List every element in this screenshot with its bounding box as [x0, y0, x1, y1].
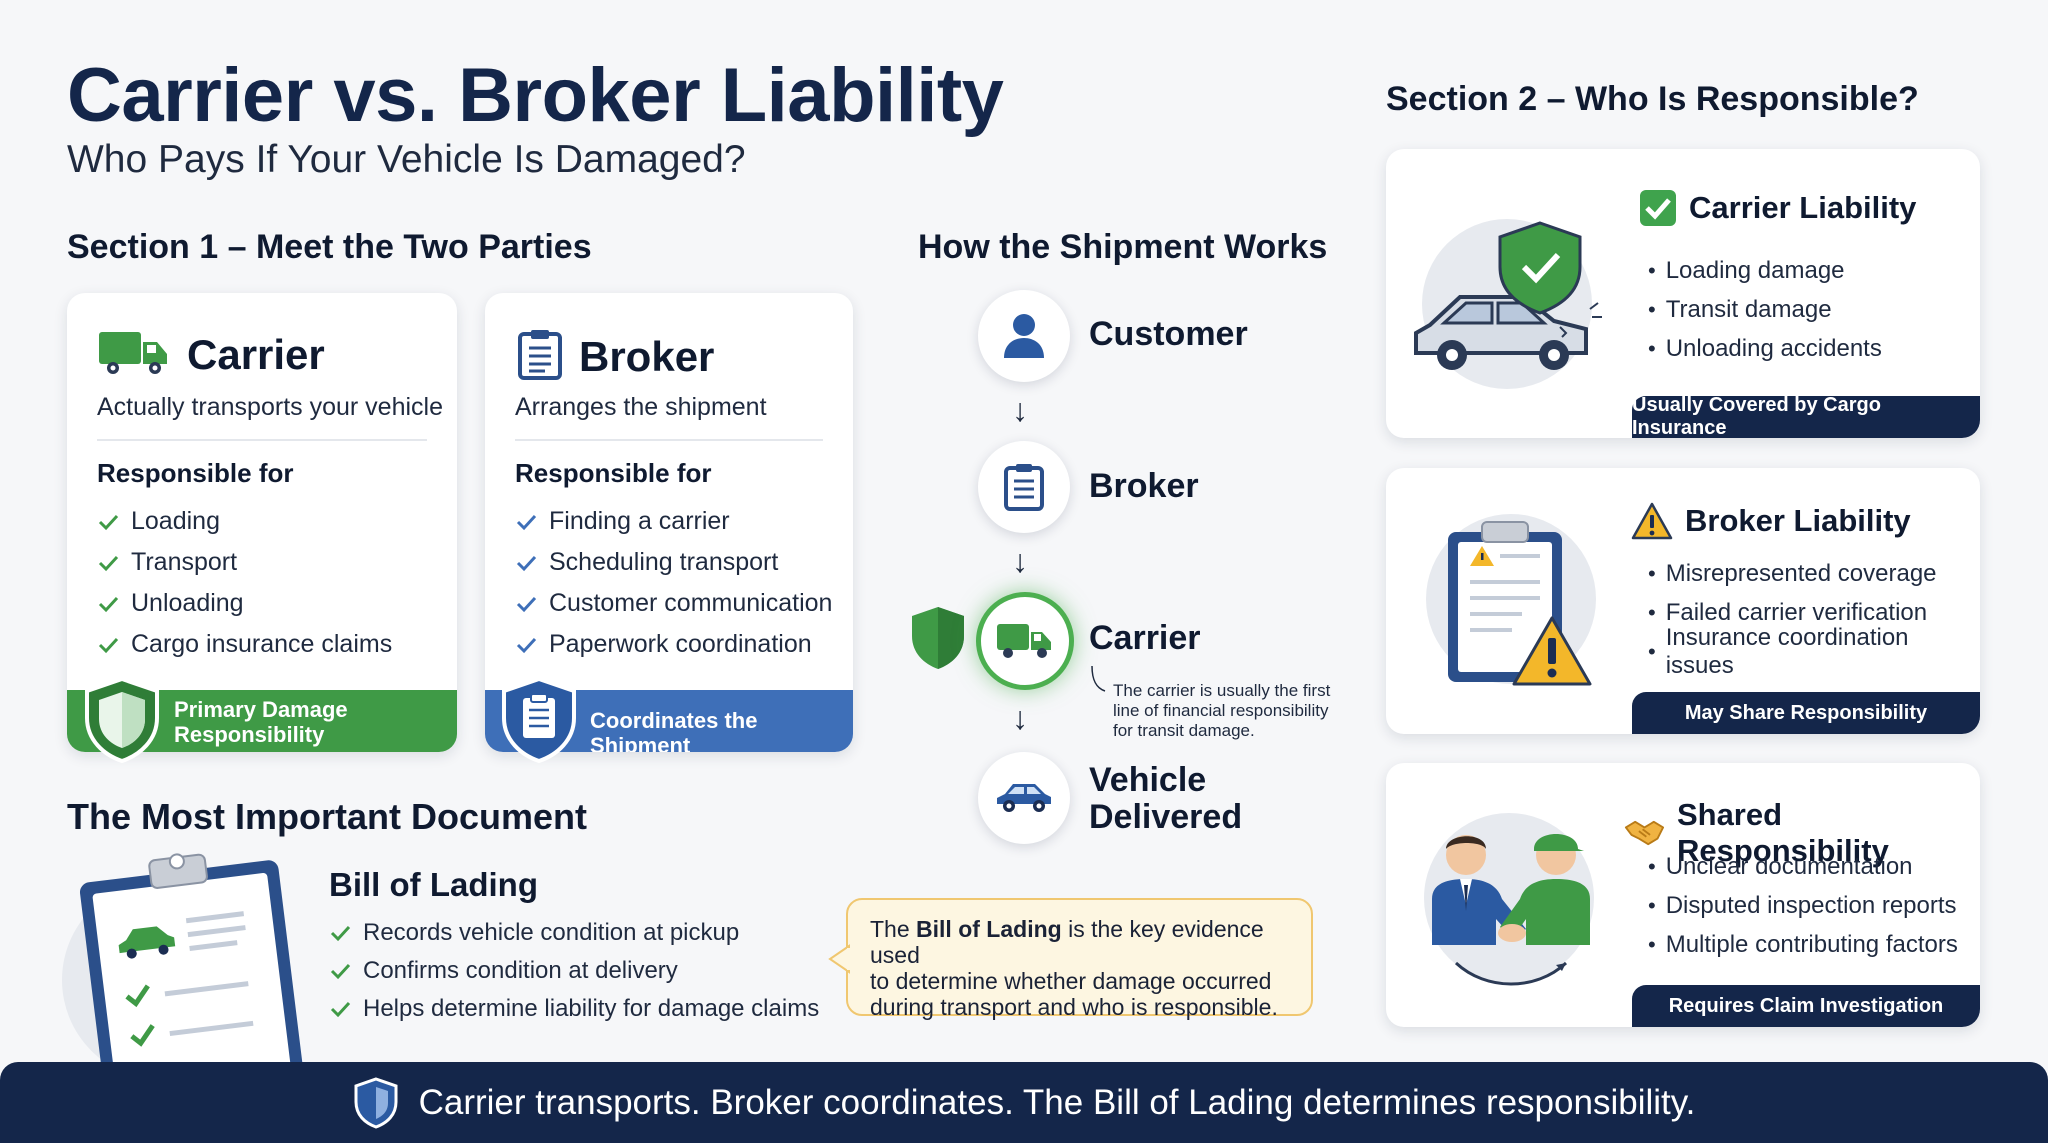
warning-icon: [1631, 502, 1673, 540]
list-item: Records vehicle condition at pickup: [329, 914, 819, 952]
check-icon: [330, 963, 351, 980]
carrier-note: The carrier is usually the first line of…: [1113, 681, 1331, 740]
list-item: Disputed inspection reports: [1648, 886, 1958, 925]
shared-responsibility-list: Unclear documentation Disputed inspectio…: [1648, 847, 1958, 964]
clipboard-icon: [517, 328, 563, 385]
summary-text: Carrier transports. Broker coordinates. …: [418, 1082, 1696, 1122]
document-heading: The Most Important Document: [67, 796, 587, 837]
shield-icon: [85, 676, 159, 764]
list-item: Transit damage: [1648, 290, 1882, 329]
callout-pointer: [828, 944, 850, 974]
check-box-icon: [1640, 190, 1676, 226]
document-title: Bill of Lading: [329, 866, 538, 903]
shared-responsibility-card: Shared Responsibility Unclear documentat…: [1386, 763, 1980, 1027]
page-subtitle: Who Pays If Your Vehicle Is Damaged?: [67, 138, 746, 181]
broker-card-header: Broker: [517, 328, 714, 385]
list-item: Paperwork coordination: [515, 624, 832, 665]
clipboard-warning-icon: [1448, 521, 1592, 686]
flow-label-delivered: Vehicle Delivered: [1089, 761, 1243, 836]
list-item: Scheduling transport: [515, 542, 832, 583]
carrier-card-header: Carrier: [97, 328, 325, 381]
flow-label-broker: Broker: [1089, 467, 1199, 505]
broker-liability-header: Broker Liability: [1631, 502, 1911, 540]
summary-banner: Carrier transports. Broker coordinates. …: [0, 1062, 2048, 1143]
shield-icon: [912, 607, 964, 669]
broker-liability-list: Misrepresented coverage Failed carrier v…: [1648, 554, 1980, 679]
list-item: Misrepresented coverage: [1648, 554, 1980, 593]
handshake-icon: [1624, 820, 1665, 846]
broker-liability-tag: May Share Responsibility: [1632, 692, 1980, 734]
flow-label-carrier: Carrier: [1089, 619, 1201, 657]
broker-description: Arranges the shipment: [515, 393, 767, 421]
list-item: Failed carrier verification: [1648, 593, 1980, 632]
check-icon: [516, 596, 537, 612]
list-item: Cargo insurance claims: [97, 624, 392, 665]
carrier-responsibility-list: Loading Transport Unloading Cargo insura…: [97, 501, 392, 665]
list-item: Unloading accidents: [1648, 329, 1882, 368]
car-icon: [997, 784, 1051, 812]
list-item: Loading: [97, 501, 392, 542]
check-icon: [98, 596, 119, 612]
divider: [515, 439, 823, 441]
bill-of-lading-callout: The Bill of Lading is the key evidence u…: [846, 898, 1313, 1020]
broker-responsible-heading: Responsible for: [515, 458, 712, 488]
broker-responsibility-list: Finding a carrier Scheduling transport C…: [515, 501, 832, 665]
carrier-description: Actually transports your vehicle: [97, 393, 443, 421]
bill-of-lading-clipboard-icon: [79, 853, 305, 1062]
flow-delivered-node: [978, 752, 1070, 844]
check-icon: [516, 514, 537, 530]
check-icon: [330, 925, 351, 942]
flow-heading: How the Shipment Works: [918, 228, 1328, 266]
list-item: Unloading: [97, 583, 392, 624]
truck-icon: [997, 624, 1051, 658]
list-item: Multiple contributing factors: [1648, 925, 1958, 964]
down-arrow-icon: ↓: [1012, 392, 1028, 428]
shared-responsibility-tag: Requires Claim Investigation: [1632, 985, 1980, 1027]
carrier-liability-header: Carrier Liability: [1639, 189, 1916, 227]
carrier-card-title: Carrier: [187, 330, 325, 378]
list-item: Loading damage: [1648, 251, 1882, 290]
check-icon: [516, 637, 537, 653]
flow-broker-node: [978, 441, 1070, 533]
list-item: Transport: [97, 542, 392, 583]
flow-customer-node: [978, 290, 1070, 382]
broker-card-title: Broker: [579, 332, 715, 380]
clipboard-shield-icon: [502, 676, 576, 764]
truck-icon: [97, 328, 171, 381]
carrier-responsible-heading: Responsible for: [97, 458, 294, 488]
list-item: Unclear documentation: [1648, 847, 1958, 886]
check-icon: [98, 514, 119, 530]
list-item: Finding a carrier: [515, 501, 832, 542]
list-item: Confirms condition at delivery: [329, 952, 819, 990]
broker-footer-text: Coordinates the Shipment: [590, 708, 758, 752]
flow-label-customer: Customer: [1089, 315, 1248, 353]
check-icon: [516, 555, 537, 571]
shield-icon: [354, 1076, 398, 1129]
list-item: Helps determine liability for damage cla…: [329, 990, 819, 1028]
broker-card: Broker Arranges the shipment Responsible…: [485, 293, 853, 752]
list-item: Insurance coordination issues: [1648, 624, 1980, 679]
person-icon: [1004, 314, 1044, 358]
document-list: Records vehicle condition at pickup Conf…: [329, 914, 819, 1028]
broker-liability-card: Broker Liability Misrepresented coverage…: [1386, 468, 1980, 734]
carrier-liability-list: Loading damage Transit damage Unloading …: [1648, 251, 1882, 368]
section1-heading: Section 1 – Meet the Two Parties: [67, 228, 592, 266]
curved-arrow-icon: [1091, 665, 1106, 692]
handshake-people-icon: [1432, 834, 1590, 986]
check-icon: [330, 1001, 351, 1018]
carrier-liability-card: Carrier Liability Loading damage Transit…: [1386, 149, 1980, 438]
check-icon: [98, 637, 119, 653]
clipboard-icon: [1004, 464, 1044, 511]
car-shield-icon: [1414, 221, 1602, 370]
down-arrow-icon: ↓: [1012, 700, 1028, 736]
carrier-liability-tag: Usually Covered by Cargo Insurance: [1632, 394, 1980, 438]
page-title: Carrier vs. Broker Liability: [67, 53, 1004, 138]
divider: [97, 439, 427, 441]
flow-carrier-node: [976, 592, 1074, 690]
check-icon: [98, 555, 119, 571]
carrier-footer-text: Primary Damage Responsibility: [174, 697, 348, 747]
list-item: Customer communication: [515, 583, 832, 624]
down-arrow-icon: ↓: [1012, 543, 1028, 579]
section2-heading: Section 2 – Who Is Responsible?: [1386, 80, 1919, 118]
